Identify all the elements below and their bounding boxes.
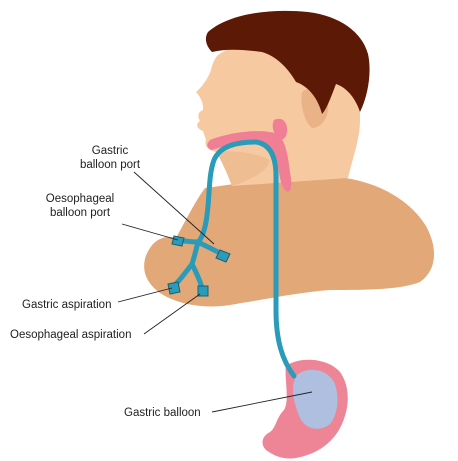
gastric-aspiration-cap (168, 282, 180, 294)
label-oesophageal-balloon-port-line2: balloon port (20, 206, 140, 220)
label-gastric-balloon-port-line1: Gastric (50, 144, 170, 158)
oesophageal-balloon-port-cap (172, 236, 184, 246)
leader-oesophageal-balloon-port (122, 224, 178, 240)
label-gastric-balloon: Gastric balloon (124, 406, 201, 420)
label-gastric-balloon-port: Gastric balloon port (50, 144, 170, 172)
label-gastric-aspiration: Gastric aspiration (22, 298, 111, 312)
label-oesophageal-balloon-port-line1: Oesophageal (20, 192, 140, 206)
label-oesophageal-balloon-port: Oesophageal balloon port (20, 192, 140, 220)
leader-oesophageal-aspiration (144, 294, 200, 334)
label-oesophageal-aspiration: Oesophageal aspiration (10, 328, 131, 342)
label-gastric-balloon-port-line2: balloon port (50, 158, 170, 172)
